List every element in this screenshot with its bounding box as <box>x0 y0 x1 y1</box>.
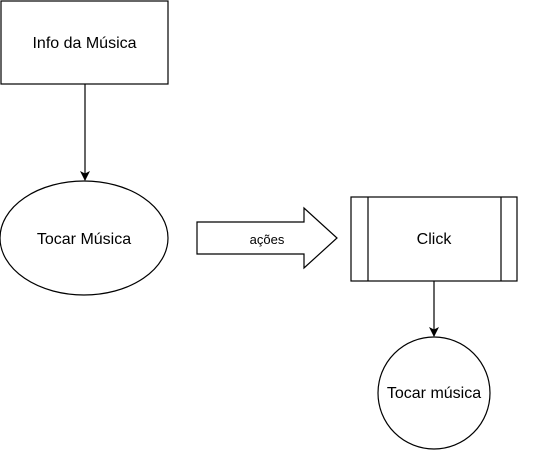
tocar-musica-final-node[interactable]: Tocar música <box>377 336 491 450</box>
acoes-label-background <box>244 230 290 248</box>
click-label: Click <box>417 231 453 248</box>
acoes-label: ações <box>250 232 285 247</box>
tocar-musica-label: Tocar Música <box>37 231 131 248</box>
info-da-musica-node[interactable]: Info da Música <box>0 0 169 85</box>
acoes-arrow[interactable]: ações <box>196 206 338 270</box>
click-node[interactable]: Click <box>350 196 518 282</box>
info-da-musica-label: Info da Música <box>32 35 136 52</box>
tocar-musica-node[interactable]: Tocar Música <box>0 180 169 296</box>
tocar-musica-final-label: Tocar música <box>387 385 481 402</box>
